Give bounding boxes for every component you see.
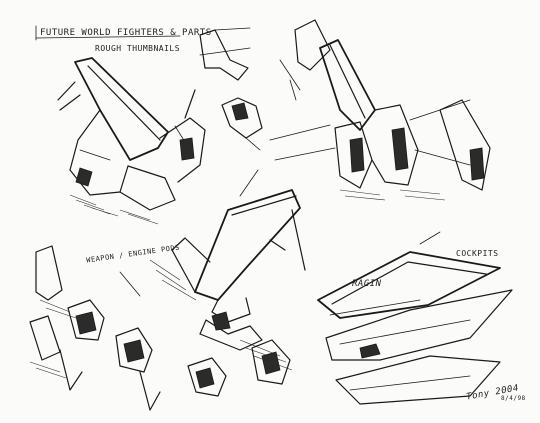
ship-marking-text: RAGIN xyxy=(352,279,382,289)
fighter-sketch-c xyxy=(149,169,306,371)
cockpit-sketches xyxy=(317,231,513,405)
fighter-sketch-a xyxy=(57,57,206,225)
sheet-subtitle: ROUGH THUMBNAILS xyxy=(95,44,181,53)
title-frame xyxy=(35,25,181,41)
cockpits-label: COCKPITS xyxy=(456,249,499,258)
part-sketches-top xyxy=(199,27,263,151)
weapon-pod-sketches xyxy=(29,245,291,411)
sketch-date: 8/4/98 xyxy=(501,395,526,402)
fighter-sketch-b xyxy=(269,19,491,201)
sheet-title: FUTURE WORLD FIGHTERS & PARTS xyxy=(40,28,212,38)
